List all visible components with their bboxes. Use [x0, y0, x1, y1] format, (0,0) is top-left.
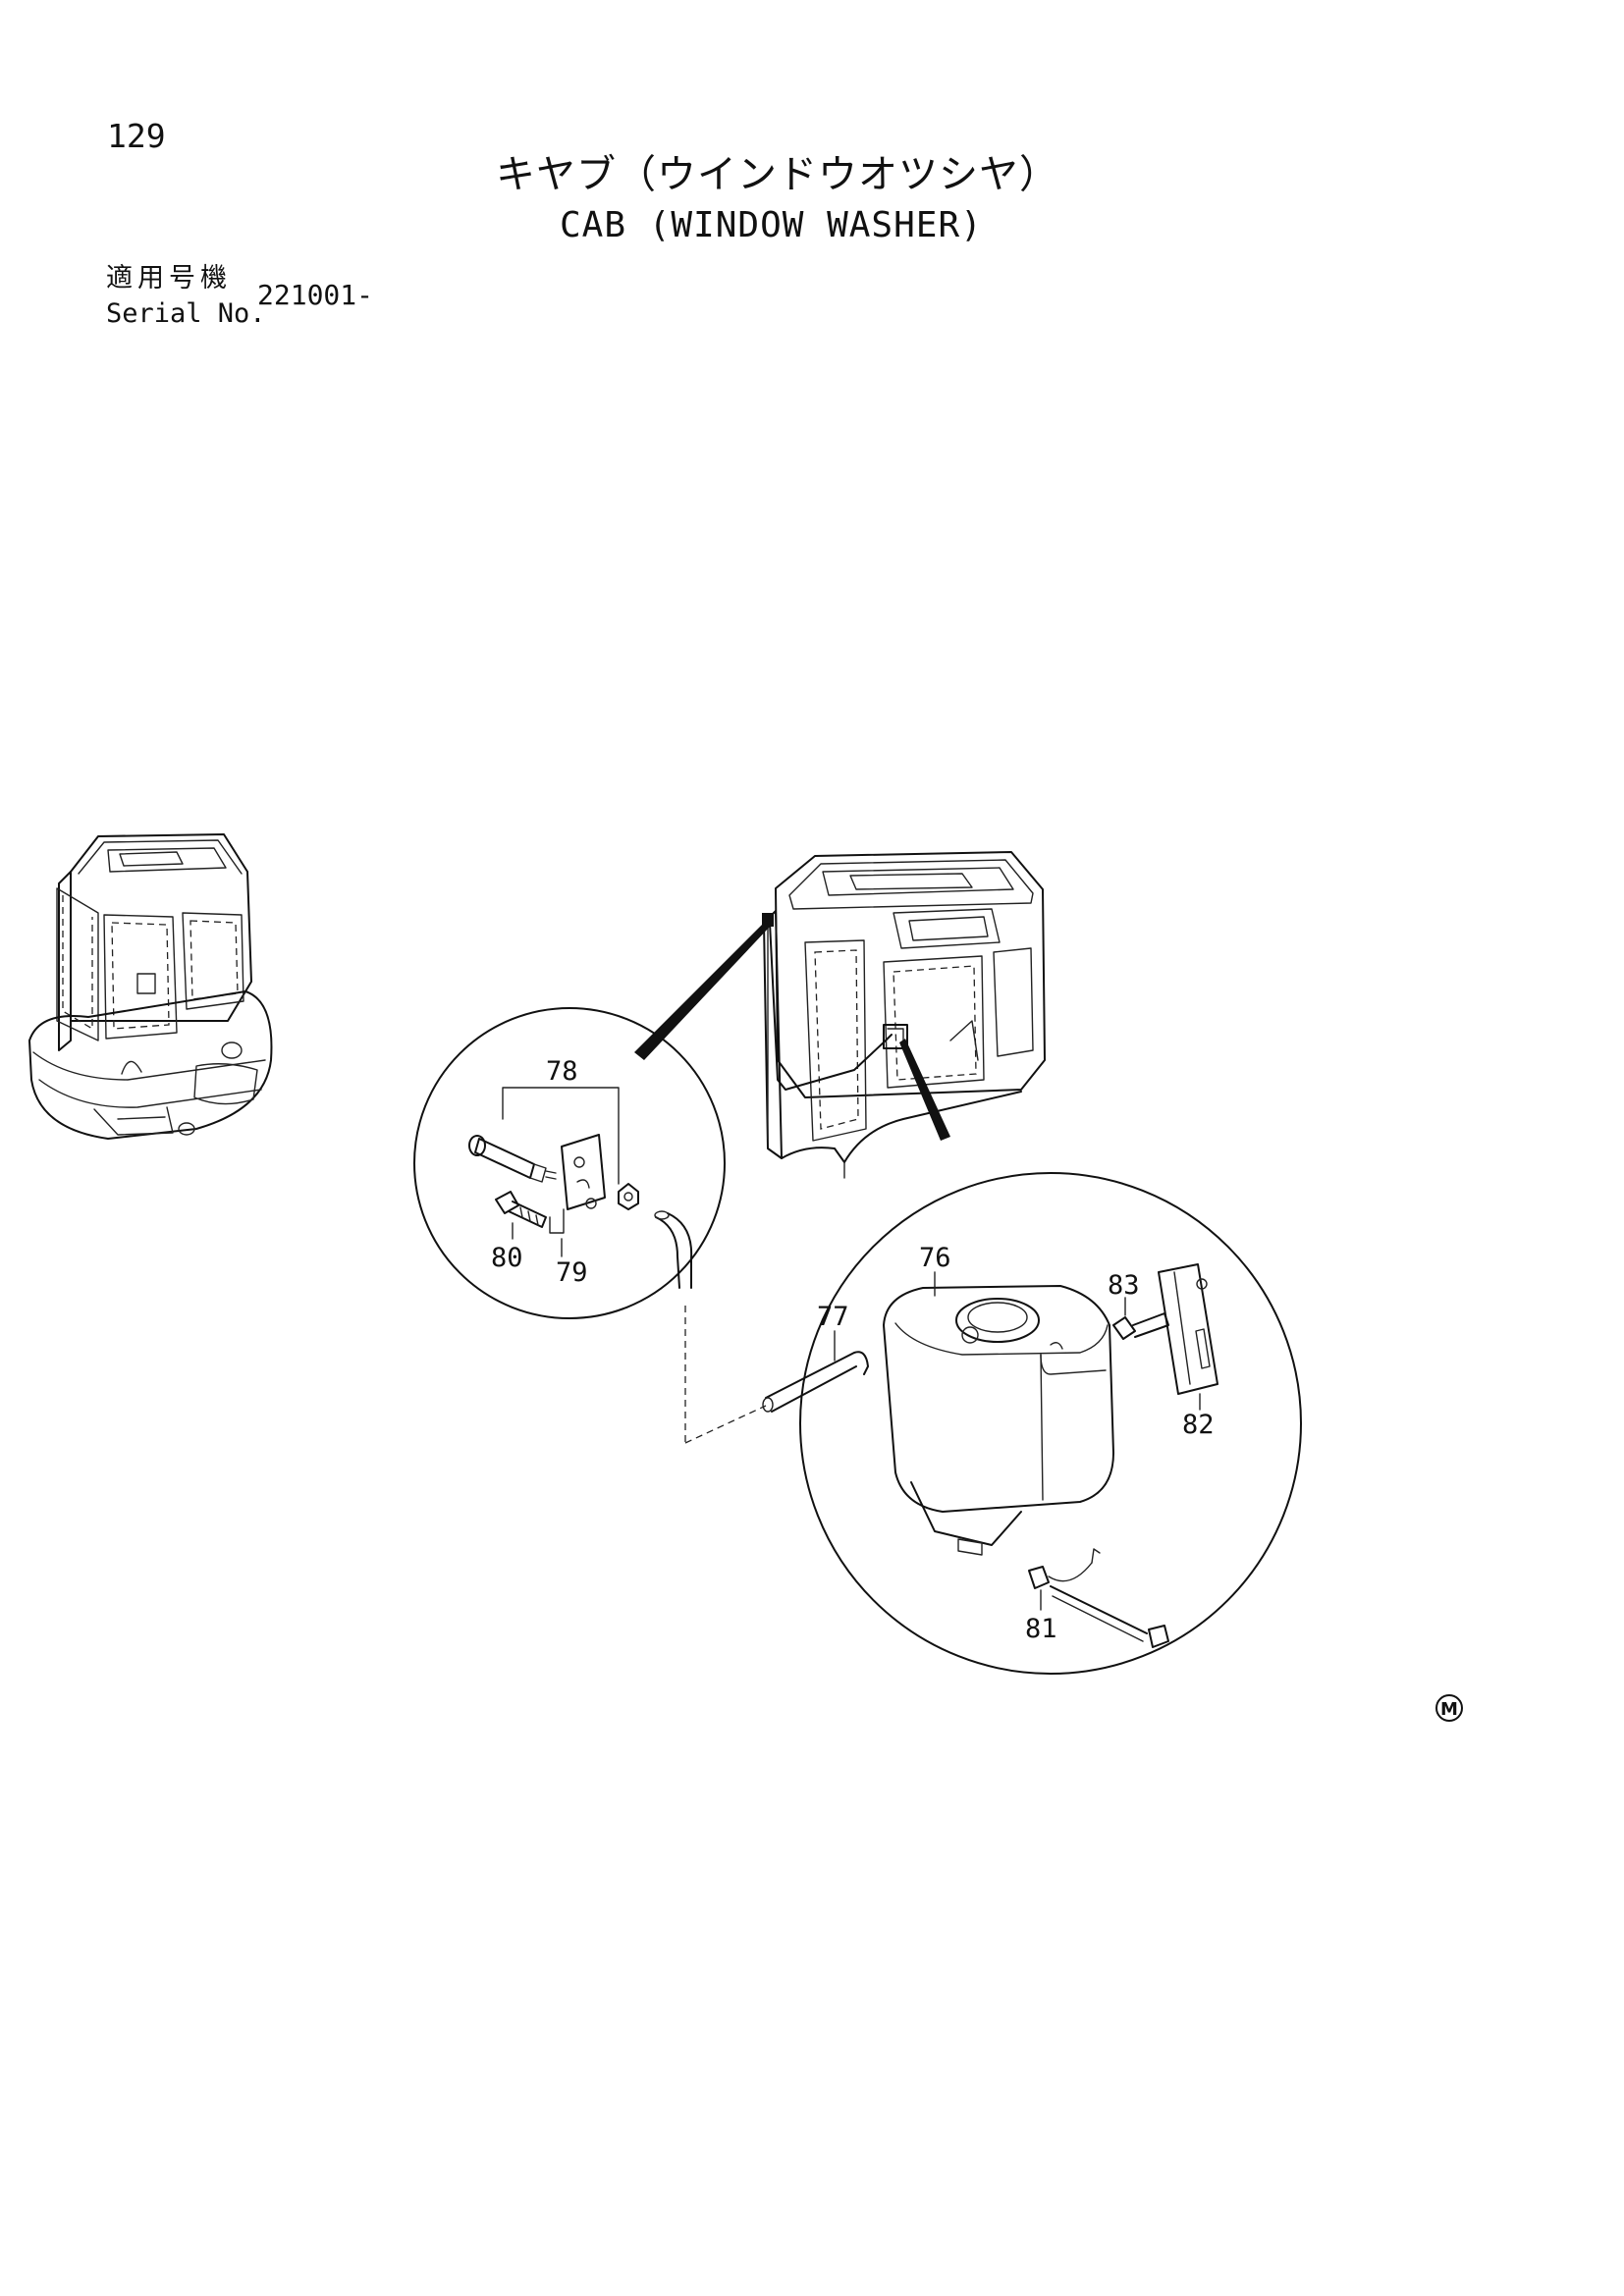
callout-83: 83 [1108, 1270, 1140, 1301]
callout-76: 76 [919, 1243, 951, 1273]
serial-number-value: 221001- [257, 279, 374, 311]
callout-numbers: 78 80 79 76 77 83 82 81 [491, 1056, 1215, 1644]
callout-77: 77 [817, 1302, 849, 1332]
callout-78: 78 [546, 1056, 578, 1087]
callout-81: 81 [1025, 1614, 1057, 1644]
callout-79: 79 [556, 1257, 588, 1288]
m-mark-symbol: M [1435, 1694, 1463, 1722]
leader-lines [634, 921, 950, 1141]
hose-connection [684, 1306, 767, 1444]
washer-tank-detail-circle [762, 1172, 1302, 1675]
callout-80: 80 [491, 1243, 523, 1273]
serial-label-english: Serial No. [106, 298, 266, 329]
serial-label-japanese: 適用号機 [106, 263, 232, 294]
svg-text:M: M [1440, 1699, 1458, 1720]
callout-82: 82 [1182, 1410, 1215, 1440]
cab-illustration [762, 851, 1046, 1179]
title-japanese: キヤブ（ウインドウオツシヤ） [496, 152, 1059, 197]
nozzle-detail-circle [413, 1007, 726, 1319]
page-number: 129 [107, 117, 166, 155]
title-english: CAB (WINDOW WASHER) [560, 205, 983, 245]
excavator-overview-illustration [28, 833, 273, 1140]
